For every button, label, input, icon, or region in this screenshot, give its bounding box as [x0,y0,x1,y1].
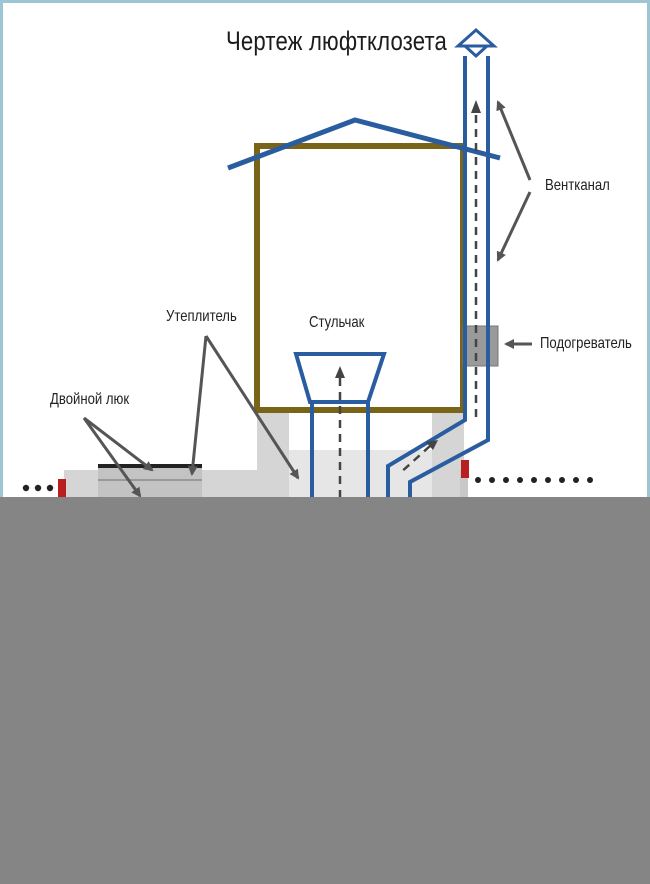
toilet-seat [293,352,387,500]
double-hatch [98,464,202,500]
vent-pipe [386,66,490,500]
label-arrows [82,100,532,498]
label-insulation: Утеплитель [166,308,237,325]
label-vent-channel: Вентканал [545,177,610,194]
label-toilet-seat: Стульчак [309,314,365,331]
heater [462,325,499,367]
roof [227,117,501,171]
ground-line [22,460,593,497]
diagram-title: Чертеж люфтклозета [226,26,448,56]
deflector-cap [454,27,498,68]
occluding-gray-block [0,497,650,884]
label-heater: Подогреватель [540,335,632,352]
label-double-hatch: Двойной люк [50,391,130,408]
